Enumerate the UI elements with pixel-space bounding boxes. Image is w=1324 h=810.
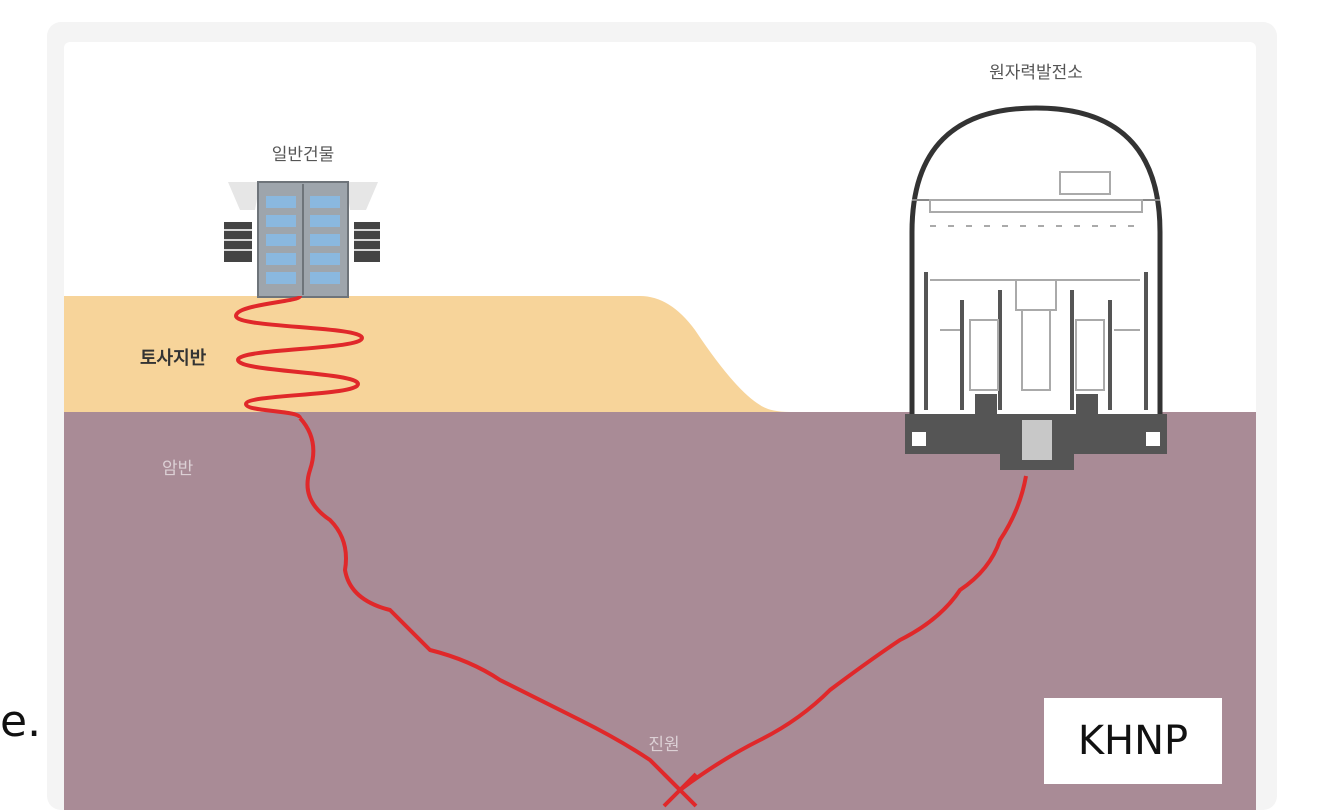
- plant-label: 원자력발전소: [989, 63, 1083, 83]
- epicenter-label: 진원: [648, 735, 679, 755]
- caption-fragment: e.: [0, 696, 42, 747]
- building-label: 일반건물: [272, 145, 335, 165]
- wave-to-plant: [678, 475, 1028, 792]
- soil-amplified-wave: [233, 294, 365, 420]
- source-badge: KHNP: [1044, 698, 1222, 784]
- nuclear-plant-icon: [905, 105, 1167, 470]
- wave-to-building: [298, 416, 682, 792]
- epicenter-marker: [662, 772, 698, 808]
- soil-layer: [64, 296, 790, 412]
- soil-label: 토사지반: [140, 348, 207, 369]
- building-icon: [224, 181, 380, 298]
- bedrock-label: 암반: [162, 459, 194, 479]
